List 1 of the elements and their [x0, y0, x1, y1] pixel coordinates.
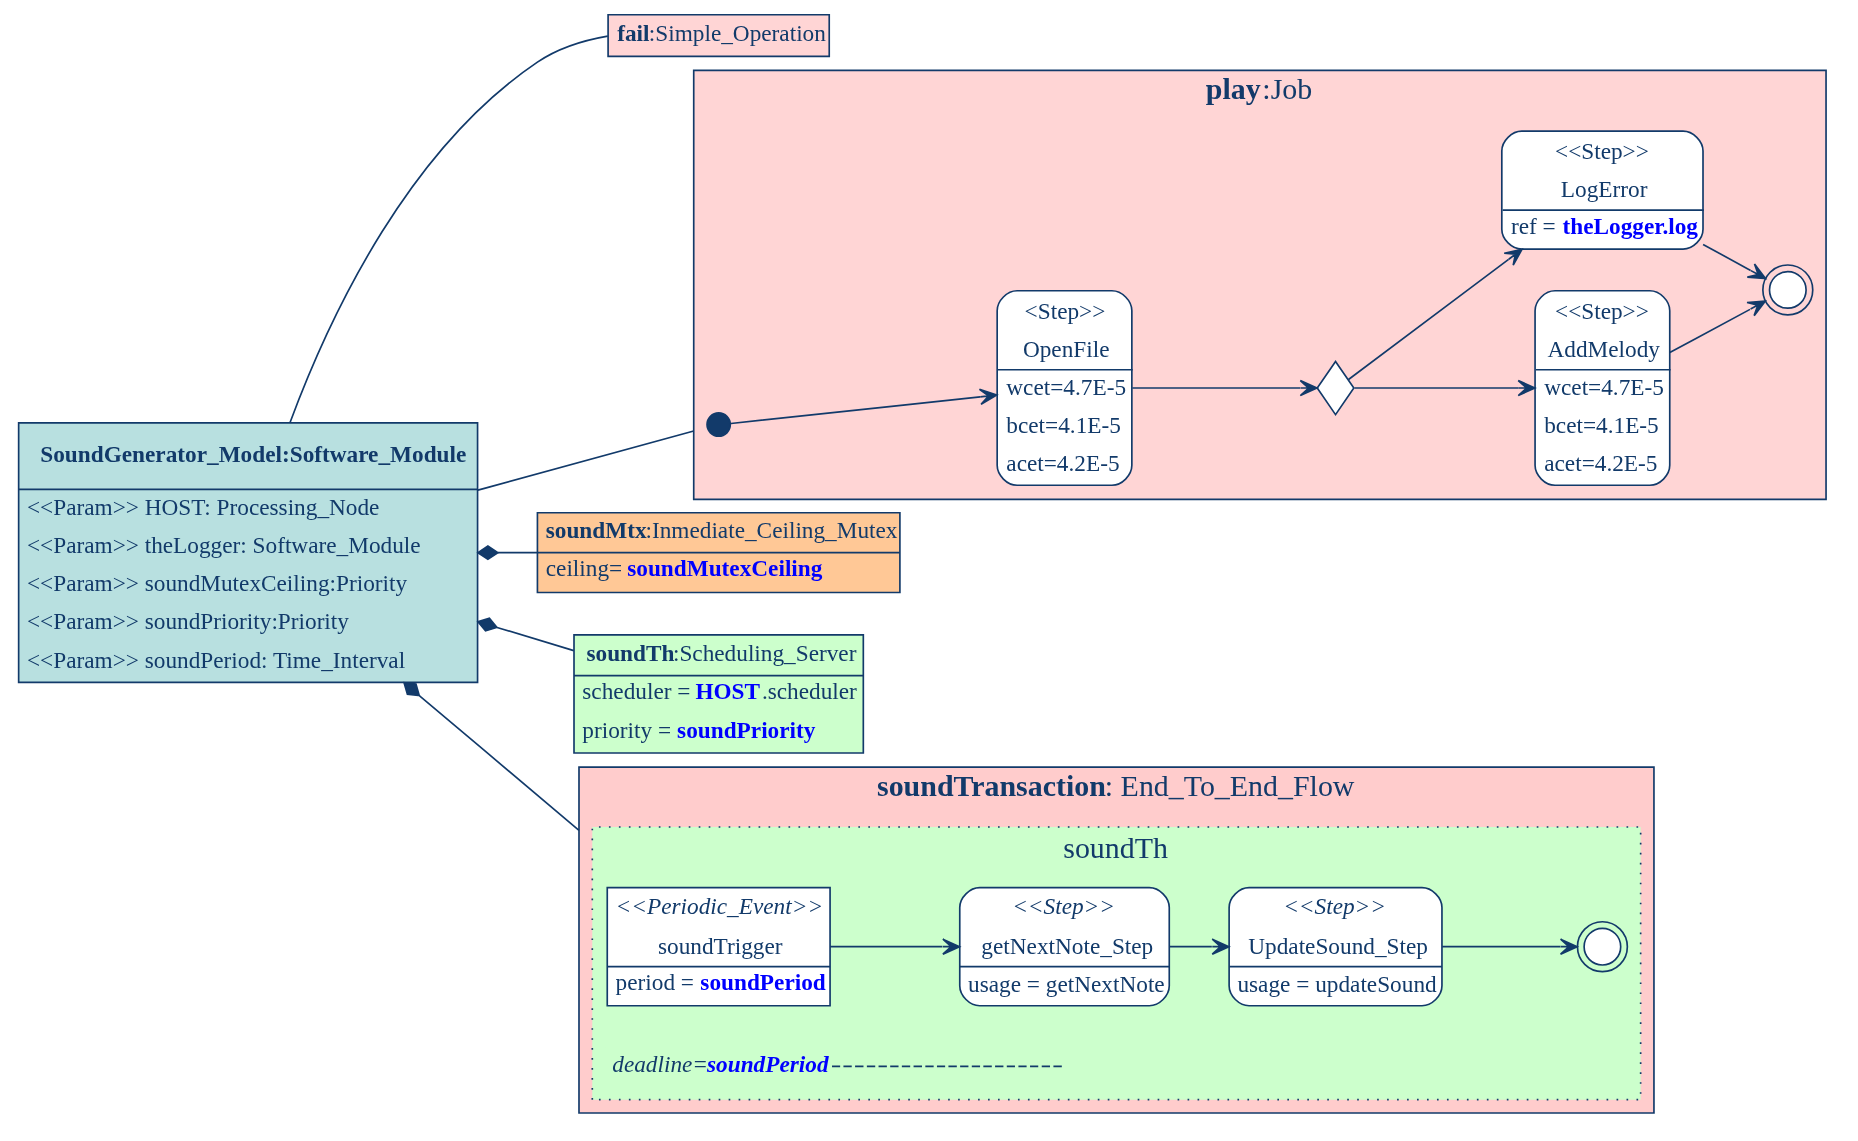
node-text: deadline=soundPeriod	[612, 1050, 829, 1077]
